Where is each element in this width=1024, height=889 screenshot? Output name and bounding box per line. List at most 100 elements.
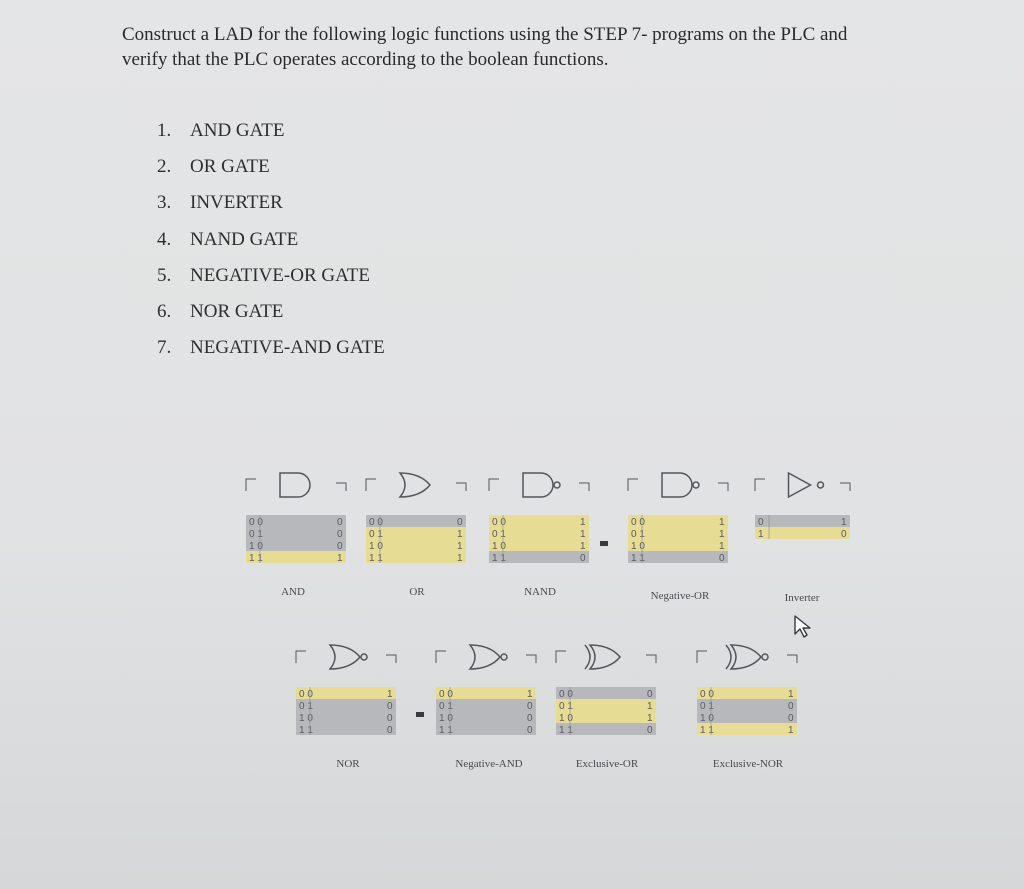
list-number: 4. bbox=[157, 228, 172, 250]
exclusive-nor-truth-row bbox=[697, 711, 797, 723]
gate-label-negative-and: Negative-AND bbox=[455, 758, 523, 770]
mouse-pointer-icon bbox=[794, 615, 811, 638]
negative-and-output-text: 0 bbox=[527, 713, 533, 724]
negative-and-input-text: 0 1 bbox=[439, 701, 453, 712]
exclusive-nor-wire bbox=[696, 650, 798, 663]
gate-label-negative-or: Negative-OR bbox=[650, 590, 710, 602]
nor-truth-row bbox=[296, 723, 396, 735]
equals-marker bbox=[600, 541, 608, 546]
or-truth-row bbox=[366, 551, 466, 563]
exclusive-or-truth-row bbox=[556, 687, 656, 699]
exclusive-nor-output-text: 0 bbox=[788, 701, 794, 712]
nand-output-text: 1 bbox=[580, 517, 586, 528]
gate-label-inverter: Inverter bbox=[784, 592, 820, 604]
negative-or-gate-symbol bbox=[661, 472, 700, 498]
and-gate-symbol bbox=[279, 472, 311, 498]
instruction-line-1: Construct a LAD for the following logic … bbox=[122, 24, 848, 45]
or-wire bbox=[365, 478, 467, 491]
gate-label-nand: NAND bbox=[524, 586, 556, 598]
and-wire bbox=[245, 478, 347, 491]
nor-truth-row bbox=[296, 711, 396, 723]
exclusive-nor-truth-row bbox=[697, 687, 797, 699]
nand-input-text: 0 1 bbox=[492, 529, 506, 540]
and-truth-row bbox=[246, 539, 346, 551]
list-number: 1. bbox=[157, 120, 172, 141]
nor-input-text: 1 1 bbox=[299, 725, 313, 736]
inverter-truth-row bbox=[755, 527, 850, 539]
exclusive-or-output-text: 0 bbox=[647, 689, 653, 700]
or-truth-row bbox=[366, 539, 466, 551]
exclusive-or-input-text: 1 0 bbox=[559, 713, 573, 724]
or-output-text: 1 bbox=[457, 529, 463, 540]
list-label: INVERTER bbox=[190, 192, 283, 214]
negative-and-truth-row bbox=[436, 711, 536, 723]
and-input-text: 1 1 bbox=[249, 553, 263, 564]
exclusive-nor-truth-row bbox=[697, 699, 797, 711]
negative-or-truth-row bbox=[628, 515, 728, 527]
or-input-text: 0 1 bbox=[369, 529, 383, 540]
nor-truth-row bbox=[296, 687, 396, 699]
and-output-text: 1 bbox=[337, 553, 343, 564]
list-label: NOR GATE bbox=[190, 300, 284, 322]
negative-and-input-text: 1 1 bbox=[439, 725, 453, 736]
nand-truth-row bbox=[489, 527, 589, 539]
negative-and-gate-symbol bbox=[468, 644, 508, 670]
negative-or-input-text: 0 0 bbox=[631, 517, 645, 528]
instruction-text: Construct a LAD for the following logic … bbox=[122, 22, 952, 72]
nor-wire bbox=[295, 650, 397, 663]
exclusive-nor-input-text: 0 0 bbox=[700, 689, 714, 700]
list-item: 6. NOR GATE bbox=[157, 299, 385, 335]
or-output-text: 1 bbox=[457, 541, 463, 552]
or-truth-row bbox=[366, 515, 466, 527]
gate-label-exclusive-nor: Exclusive-NOR bbox=[712, 758, 784, 770]
gate-label-or: OR bbox=[409, 586, 425, 598]
exclusive-nor-output-text: 0 bbox=[788, 713, 794, 724]
nand-gate-symbol bbox=[522, 472, 561, 498]
exclusive-nor-truth-row bbox=[697, 723, 797, 735]
negative-or-output-text: 1 bbox=[719, 517, 725, 528]
negative-and-truth-row bbox=[436, 723, 536, 735]
nor-output-text: 0 bbox=[387, 701, 393, 712]
inverter-output-text: 0 bbox=[841, 529, 847, 540]
exclusive-or-output-text: 0 bbox=[647, 725, 653, 736]
list-number: 6. bbox=[157, 300, 172, 322]
nand-truth-row bbox=[489, 551, 589, 563]
list-label: NEGATIVE-OR GATE bbox=[190, 264, 370, 286]
nor-input-text: 0 1 bbox=[299, 701, 313, 712]
negative-and-truth-row bbox=[436, 687, 536, 699]
or-gate-symbol bbox=[398, 472, 431, 498]
nor-output-text: 0 bbox=[387, 713, 393, 724]
negative-or-truth-row bbox=[628, 527, 728, 539]
exclusive-or-wire bbox=[555, 650, 657, 663]
exclusive-nor-input-text: 1 0 bbox=[700, 713, 714, 724]
negative-or-input-text: 1 0 bbox=[631, 541, 645, 552]
nand-input-text: 1 0 bbox=[492, 541, 506, 552]
list-label: NAND GATE bbox=[190, 228, 299, 250]
or-input-text: 1 0 bbox=[369, 541, 383, 552]
negative-or-input-text: 0 1 bbox=[631, 529, 645, 540]
negative-and-output-text: 0 bbox=[527, 701, 533, 712]
nand-wire bbox=[488, 478, 590, 491]
exclusive-or-input-text: 0 0 bbox=[559, 689, 573, 700]
negative-or-truth-row bbox=[628, 539, 728, 551]
exclusive-or-input-text: 1 1 bbox=[559, 725, 573, 736]
nand-truth-row bbox=[489, 515, 589, 527]
exclusive-nor-input-text: 1 1 bbox=[700, 725, 714, 736]
nand-input-text: 1 1 bbox=[492, 553, 506, 564]
negative-and-wire bbox=[435, 650, 537, 663]
nand-input-text: 0 0 bbox=[492, 517, 506, 528]
and-output-text: 0 bbox=[337, 529, 343, 540]
and-input-text: 0 0 bbox=[249, 517, 263, 528]
list-item: 5.NEGATIVE-OR GATE bbox=[157, 263, 385, 299]
gate-list: 1.AND GATE 2.OR GATE 3.INVERTER 4.NAND G… bbox=[157, 118, 385, 371]
inverter-gate-symbol bbox=[787, 471, 825, 499]
list-item: 7.NEGATIVE-AND GATE bbox=[157, 335, 385, 371]
and-input-text: 0 1 bbox=[249, 529, 263, 540]
or-output-text: 0 bbox=[457, 517, 463, 528]
exclusive-or-input-text: 0 1 bbox=[559, 701, 573, 712]
list-number: 7. bbox=[157, 337, 172, 359]
and-truth-row bbox=[246, 515, 346, 527]
nand-truth-row bbox=[489, 539, 589, 551]
inverter-truth-row bbox=[755, 515, 850, 527]
